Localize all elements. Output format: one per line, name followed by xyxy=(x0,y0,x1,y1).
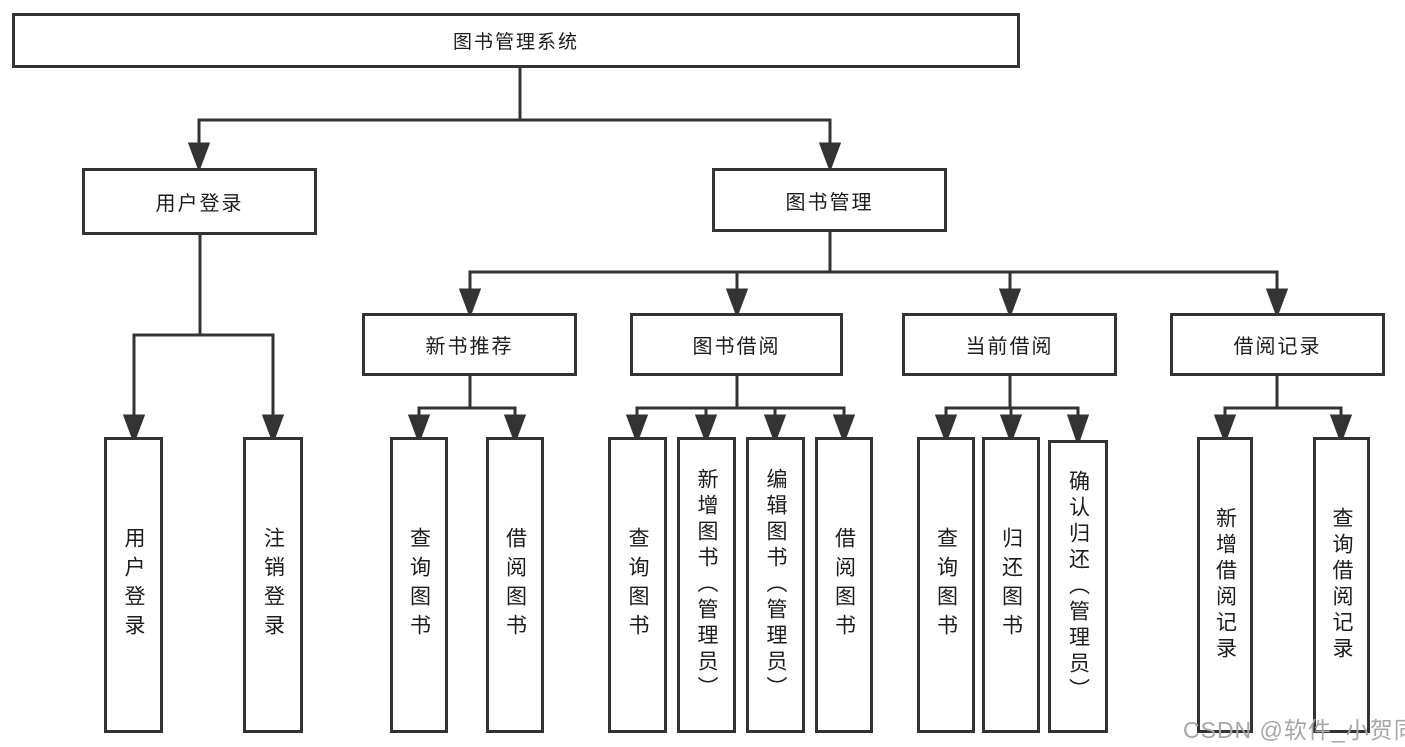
node-library-system: 图书管理系统 xyxy=(12,13,1020,68)
leaf-return-book: 归还图书 xyxy=(982,437,1040,733)
node-library-system-label: 图书管理系统 xyxy=(452,32,579,53)
leaf-query-book-current-label: 查询图书 xyxy=(934,527,958,643)
leaf-query-book-borrow-label: 查询图书 xyxy=(626,527,649,643)
leaf-borrow-book: 借阅图书 xyxy=(815,437,873,733)
leaf-return-book-label: 归还图书 xyxy=(999,527,1023,643)
node-borrow-records-label: 借阅记录 xyxy=(1233,336,1322,358)
node-current-borrow: 当前借阅 xyxy=(902,313,1117,376)
leaf-query-book-recommend-label: 查询图书 xyxy=(407,527,431,643)
node-borrow-records: 借阅记录 xyxy=(1170,313,1385,376)
node-user-login-label: 用户登录 xyxy=(155,193,244,215)
leaf-borrow-book-label: 借阅图书 xyxy=(832,527,856,643)
watermark-text: CSDN @软件_小贺同学 xyxy=(1183,717,1405,743)
leaf-add-book-admin: 新增图书（管理员） xyxy=(677,437,736,733)
leaf-user-login-label: 用户登录 xyxy=(122,527,145,643)
node-book-borrow-label: 图书借阅 xyxy=(692,336,781,358)
leaf-confirm-return-admin: 确认归还（管理员） xyxy=(1048,440,1108,733)
leaf-user-login: 用户登录 xyxy=(104,437,163,733)
leaf-logout: 注销登录 xyxy=(243,437,303,733)
node-user-login: 用户登录 xyxy=(82,168,317,235)
leaf-confirm-return-admin-label: 确认归还（管理员） xyxy=(1066,469,1090,704)
leaf-borrow-book-recommend-label: 借阅图书 xyxy=(503,527,527,643)
leaf-edit-book-admin-label: 编辑图书（管理员） xyxy=(764,468,787,702)
leaf-query-book-current: 查询图书 xyxy=(917,437,975,733)
node-new-book-recommend: 新书推荐 xyxy=(362,313,577,376)
leaf-borrow-book-recommend: 借阅图书 xyxy=(486,437,544,733)
leaf-query-borrow-record: 查询借阅记录 xyxy=(1313,437,1370,733)
leaf-query-book-borrow: 查询图书 xyxy=(608,437,667,733)
leaf-logout-label: 注销登录 xyxy=(261,527,285,643)
node-new-book-recommend-label: 新书推荐 xyxy=(425,336,514,358)
leaf-query-book-recommend: 查询图书 xyxy=(390,437,448,733)
leaf-query-borrow-record-label: 查询借阅记录 xyxy=(1330,507,1353,663)
leaf-edit-book-admin: 编辑图书（管理员） xyxy=(746,437,805,733)
leaf-add-borrow-record: 新增借阅记录 xyxy=(1197,437,1253,733)
leaf-add-book-admin-label: 新增图书（管理员） xyxy=(695,468,718,702)
node-book-management: 图书管理 xyxy=(712,168,947,232)
node-book-borrow: 图书借阅 xyxy=(630,313,843,376)
node-book-management-label: 图书管理 xyxy=(785,191,874,214)
leaf-add-borrow-record-label: 新增借阅记录 xyxy=(1213,507,1237,663)
node-current-borrow-label: 当前借阅 xyxy=(965,336,1054,358)
